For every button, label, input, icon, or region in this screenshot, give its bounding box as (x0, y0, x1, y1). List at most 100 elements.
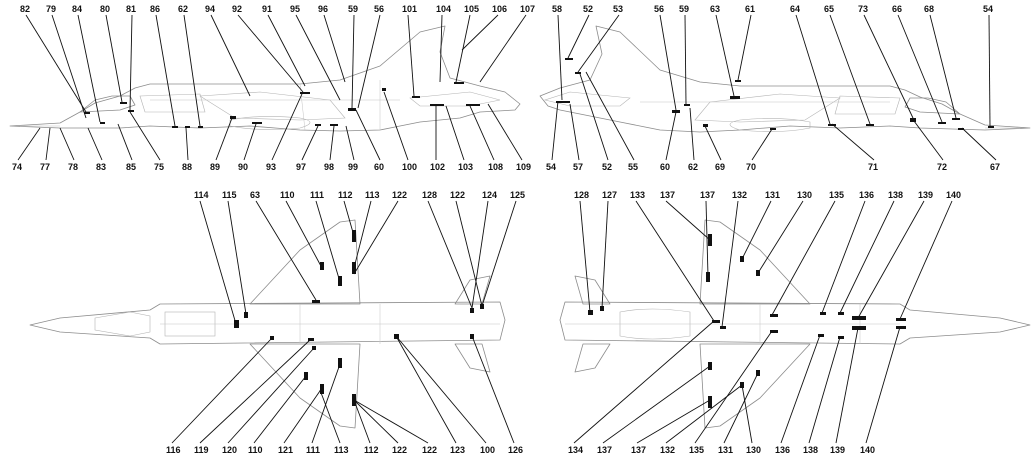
callout-label-bottom_view-top-3: 137 (660, 190, 675, 200)
callout-label-bottom_view-bottom-7: 136 (775, 445, 790, 455)
callout-label-top_view-bottom-9: 122 (422, 445, 437, 455)
callout-label-top_view-bottom-6: 113 (334, 445, 349, 455)
callout-leader-bottom_view-top-1 (601, 200, 609, 309)
callout-label-side_left-bottom-5: 75 (154, 162, 164, 172)
callout-label-side_right-bottom-6: 69 (715, 162, 725, 172)
callout-leader-bottom_view-bottom-9 (835, 327, 859, 444)
callout-leader-side_right-top-5 (715, 14, 735, 97)
callout-label-top_view-top-9: 122 (450, 190, 465, 200)
callout-label-side_right-top-11: 68 (924, 4, 934, 14)
callout-leader-side_left-top-11 (323, 14, 346, 83)
side-left-wing (199, 91, 346, 121)
callout-label-top_view-top-2: 63 (250, 190, 260, 200)
bottom-view-upper-wing (699, 219, 811, 305)
callout-leader-side_right-top-7 (795, 14, 831, 125)
callout-leader-side_right-bottom-1 (569, 103, 580, 161)
callout-leader-side_left-bottom-1 (45, 127, 51, 161)
side-right-wing (694, 93, 841, 123)
callout-leader-bottom_view-bottom-6 (741, 384, 753, 444)
callout-label-side_left-bottom-7: 89 (210, 162, 220, 172)
callout-label-side_right-top-8: 65 (824, 4, 834, 14)
callout-leader-top_view-bottom-2 (227, 347, 315, 444)
callout-leader-top_view-bottom-3 (253, 375, 307, 444)
callout-leader-bottom_view-bottom-5 (723, 372, 759, 444)
callout-leader-side_right-bottom-8 (831, 123, 875, 161)
side-right-canopy (904, 97, 961, 115)
bottom-view-lower-tailplane (574, 343, 611, 373)
callout-label-bottom_view-bottom-2: 137 (631, 445, 646, 455)
callout-label-bottom_view-bottom-1: 137 (597, 445, 612, 455)
callout-label-side_left-top-18: 107 (520, 4, 535, 14)
callout-label-bottom_view-top-12: 140 (946, 190, 961, 200)
callout-label-side_right-bottom-3: 55 (628, 162, 638, 172)
callout-label-bottom_view-bottom-0: 134 (568, 445, 583, 455)
callout-label-side_right-bottom-5: 62 (688, 162, 698, 172)
callout-label-side_left-top-10: 95 (290, 4, 300, 14)
callout-leader-bottom_view-top-3 (665, 200, 711, 241)
callout-label-side_left-top-6: 62 (178, 4, 188, 14)
callout-label-side_left-top-17: 106 (492, 4, 507, 14)
callout-leader-side_right-top-6 (737, 14, 752, 81)
top-view-canopy (94, 311, 151, 337)
callout-leader-bottom_view-top-7 (757, 200, 804, 274)
callout-leader-side_left-top-15 (439, 14, 443, 83)
callout-label-side_left-bottom-15: 102 (430, 162, 445, 172)
callout-label-bottom_view-top-8: 135 (829, 190, 844, 200)
callout-leader-side_left-bottom-18 (487, 103, 523, 161)
callout-leader-side_left-top-13 (357, 14, 381, 109)
callout-label-side_left-bottom-11: 98 (324, 162, 334, 172)
callout-leader-bottom_view-top-4 (705, 200, 709, 277)
callout-leader-side_left-top-12 (351, 14, 355, 109)
callout-leader-side_left-top-9 (267, 14, 306, 87)
callout-label-side_right-top-2: 53 (613, 4, 623, 14)
callout-label-side_right-top-0: 58 (552, 4, 562, 14)
callout-leader-side_left-bottom-4 (117, 123, 133, 161)
callout-leader-side_left-top-5 (155, 14, 176, 127)
callout-label-side_right-bottom-2: 52 (602, 162, 612, 172)
callout-label-side_right-top-7: 64 (790, 4, 800, 14)
bottom-view-markers (588, 234, 906, 408)
callout-leader-top_view-top-11 (481, 200, 517, 307)
side-right-drop-tank (729, 118, 811, 132)
callout-leader-bottom_view-bottom-2 (636, 399, 711, 444)
callout-label-top_view-bottom-12: 126 (508, 445, 523, 455)
callout-label-bottom_view-top-6: 131 (765, 190, 780, 200)
callout-leader-top_view-bottom-5 (311, 363, 341, 444)
callout-leader-top_view-bottom-4 (283, 387, 323, 444)
callout-label-side_right-bottom-0: 54 (546, 162, 556, 172)
callout-leader-side_left-bottom-16 (445, 105, 465, 161)
callout-label-side_left-top-5: 86 (150, 4, 160, 14)
callout-label-side_left-top-8: 92 (232, 4, 242, 14)
bottom-view-lower-wing (699, 343, 811, 429)
bottom-view-fuselage-outline (559, 301, 1031, 345)
callout-label-side_left-top-0: 82 (20, 4, 30, 14)
callout-leader-top_view-bottom-7 (353, 399, 371, 444)
callout-label-top_view-bottom-7: 112 (364, 445, 379, 455)
callout-label-side_right-top-10: 66 (892, 4, 902, 14)
callout-label-bottom_view-top-2: 133 (630, 190, 645, 200)
callout-label-side_left-top-7: 94 (205, 4, 215, 14)
side-right-markers (556, 58, 994, 130)
callout-leader-side_left-bottom-2 (59, 127, 75, 161)
callout-label-side_left-bottom-12: 99 (348, 162, 358, 172)
callout-leader-side_right-top-9 (863, 14, 914, 119)
callout-leader-side_left-top-14 (407, 14, 415, 97)
callout-leader-bottom_view-top-11 (857, 200, 925, 319)
callout-label-side_left-top-11: 96 (318, 4, 328, 14)
callout-label-side_left-top-1: 79 (46, 4, 56, 14)
callout-leader-top_view-top-7 (353, 200, 399, 275)
callout-leader-top_view-top-6 (353, 200, 372, 269)
callout-label-bottom_view-top-10: 138 (888, 190, 903, 200)
callout-leader-side_left-bottom-10 (301, 125, 319, 161)
callout-label-side_right-bottom-8: 71 (868, 162, 878, 172)
callout-leader-side_right-top-12 (988, 14, 991, 127)
bottom-view-upper-tailplane (574, 275, 611, 305)
callout-label-side_left-top-14: 101 (402, 4, 417, 14)
side-right-intake (834, 95, 901, 115)
callout-leader-side_left-top-17 (461, 14, 499, 51)
callout-leader-bottom_view-top-0 (579, 200, 591, 313)
side-left-drop-tank (229, 116, 311, 130)
callout-label-top_view-bottom-10: 123 (450, 445, 465, 455)
